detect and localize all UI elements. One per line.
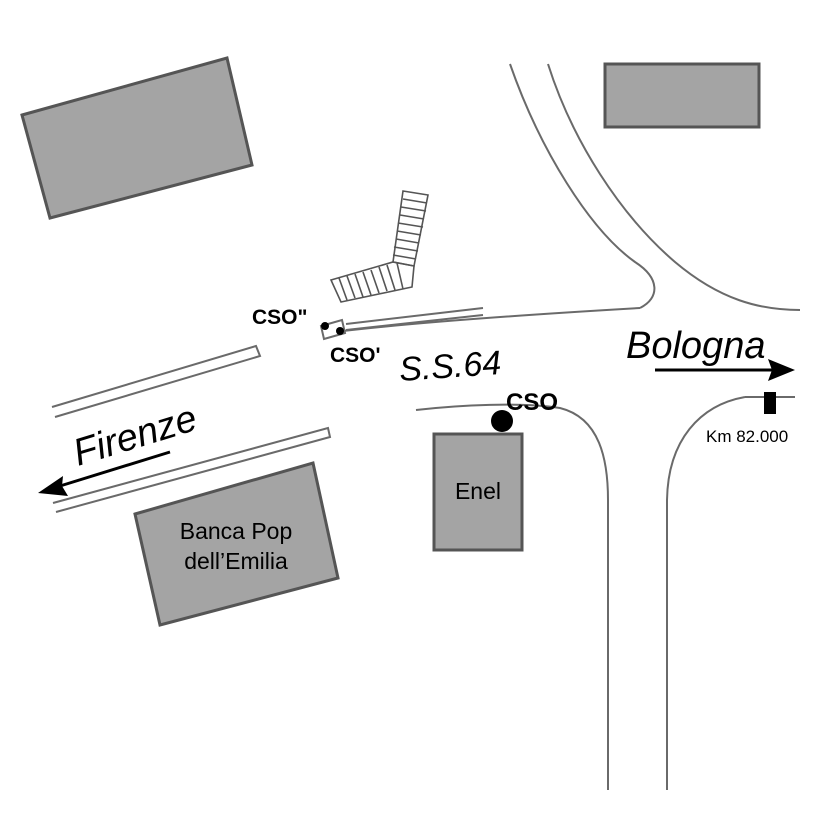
building-top-left bbox=[20, 56, 254, 220]
label-enel: Enel bbox=[455, 478, 501, 504]
label-road-ss64: S.S.64 bbox=[398, 344, 502, 389]
road-south-west-edge bbox=[415, 403, 609, 790]
arrow-icon-bologna bbox=[655, 359, 795, 381]
outfall-marker-cso bbox=[491, 410, 513, 432]
road-network bbox=[51, 63, 801, 790]
road-curve-outer bbox=[509, 63, 656, 309]
outfall-marker-cso-double bbox=[321, 322, 329, 330]
building-top-right bbox=[603, 62, 761, 129]
building-enel bbox=[432, 432, 524, 552]
label-bologna: Bologna bbox=[626, 325, 765, 367]
stairs-icon bbox=[329, 190, 429, 303]
road-median-line bbox=[345, 307, 484, 331]
road-left-strip-south bbox=[52, 426, 332, 513]
label-km: Km 82.000 bbox=[706, 427, 788, 446]
label-bank-line1: Banca Pop bbox=[180, 518, 293, 544]
road-left-strip-north bbox=[51, 344, 262, 418]
outfall-marker-cso-prime bbox=[336, 327, 344, 335]
km-post-marker bbox=[764, 392, 776, 414]
label-bank-line2: dell’Emilia bbox=[184, 548, 288, 574]
label-cso: CSO bbox=[506, 389, 558, 416]
road-curve-inner bbox=[547, 63, 801, 311]
cso-prime-structure bbox=[319, 318, 347, 341]
road-south-east-edge bbox=[666, 396, 746, 790]
building-banca-pop bbox=[133, 461, 340, 627]
label-cso-double: CSO" bbox=[252, 306, 307, 329]
label-cso-prime: CSO' bbox=[330, 344, 381, 367]
arrow-icon-firenze bbox=[38, 450, 171, 496]
